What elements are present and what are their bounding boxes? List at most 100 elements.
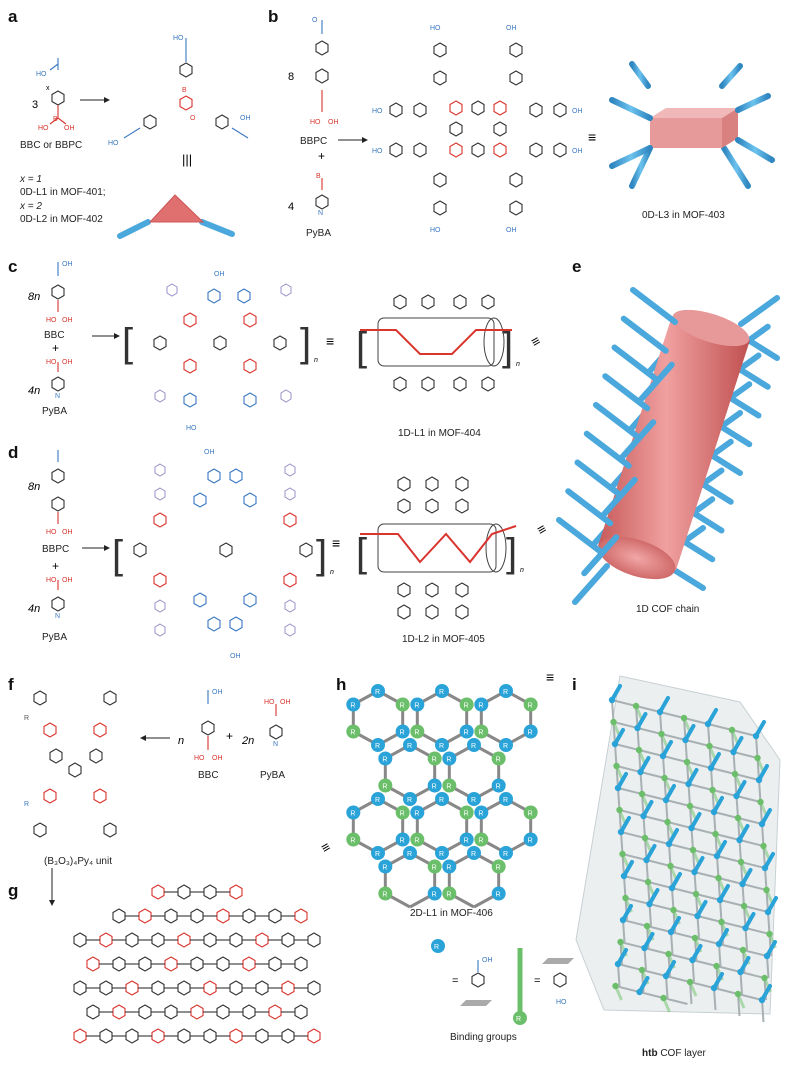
svg-text:]: ] xyxy=(300,321,311,365)
layer-edge xyxy=(716,855,742,863)
panel-h: h RRRRRRRRRRRRRRRRRRRRRRRRRRRRRRRRRRRRRR… xyxy=(318,669,574,1043)
panel-label-g: g xyxy=(8,881,18,900)
layer-node xyxy=(640,812,647,820)
layer-edge xyxy=(644,837,670,845)
node-label: R xyxy=(407,797,412,804)
plus-f: + xyxy=(226,729,233,743)
layer-edge xyxy=(710,767,714,791)
node-label: R xyxy=(446,865,451,872)
phenyl-ring xyxy=(268,956,282,972)
layer-node xyxy=(710,808,718,816)
layer-edge xyxy=(663,997,688,1005)
layer-edge xyxy=(623,875,627,899)
layer-edge xyxy=(615,985,640,993)
lattice-node xyxy=(427,778,442,793)
layer-edge xyxy=(709,745,734,753)
layer-edge xyxy=(671,887,675,911)
caption-e: 1D COF chain xyxy=(636,604,699,615)
caption-i: htb COF layer xyxy=(642,1048,707,1059)
layer-edge xyxy=(697,915,722,923)
chain-rod xyxy=(602,373,651,412)
panel-g: g xyxy=(8,868,321,1044)
node-label: R xyxy=(464,811,469,818)
cond1: x = 1 0D-L1 in MOF-401; x = 2 0D-L2 in M… xyxy=(19,174,106,225)
layer-edge xyxy=(742,949,768,957)
layer-node xyxy=(737,858,745,866)
layer-node xyxy=(613,762,620,770)
node-label: R xyxy=(350,811,355,818)
layer-edge xyxy=(619,809,644,817)
chain-rod xyxy=(618,419,657,462)
layer-edge xyxy=(645,859,649,883)
layer-edge xyxy=(617,787,621,811)
layer-node xyxy=(734,814,742,822)
lattice-node xyxy=(378,859,393,874)
node-label: R xyxy=(382,865,387,872)
layer-edge xyxy=(684,739,688,763)
layer-node xyxy=(643,856,650,864)
layer-edge xyxy=(732,751,736,775)
svg-text:[: [ xyxy=(112,533,123,577)
node-label: R xyxy=(382,892,387,899)
layer-edge xyxy=(689,805,715,813)
triangle-schematic xyxy=(117,178,235,239)
layer-edge xyxy=(617,963,643,971)
phenyl-ring xyxy=(164,1004,178,1020)
equiv-hg: ≡ xyxy=(318,838,333,856)
layer-edge xyxy=(616,765,641,773)
node-label: R xyxy=(496,757,501,764)
svg-text:HO: HO xyxy=(46,359,57,366)
svg-text:0D-L1 in MOF-401;: 0D-L1 in MOF-401; xyxy=(20,187,106,198)
layer-edge xyxy=(716,855,720,879)
node-label: R xyxy=(439,797,444,804)
node-label: R xyxy=(375,851,380,858)
layer-node xyxy=(713,962,720,970)
chain-rod xyxy=(630,287,678,325)
layer-node xyxy=(739,880,746,888)
node-label: R xyxy=(528,703,533,710)
node-label: R xyxy=(528,730,533,737)
phenyl-ring xyxy=(138,956,152,972)
lattice-node xyxy=(378,751,393,766)
layer-edge xyxy=(740,971,765,979)
lattice-node xyxy=(459,697,474,712)
svg-text:HO: HO xyxy=(430,227,441,234)
layer-node xyxy=(610,718,617,726)
layer-edge xyxy=(648,903,652,927)
layer-node xyxy=(662,796,670,804)
plus-c: + xyxy=(52,341,59,355)
layer-edge xyxy=(667,821,692,829)
node-label: R xyxy=(478,811,483,818)
layer-node xyxy=(710,984,718,992)
layer-edge xyxy=(718,943,744,951)
binding-groups-legend: R = OH R = HO Binding groups xyxy=(431,939,574,1043)
layer-node xyxy=(740,902,748,910)
layer-node xyxy=(643,922,651,930)
coef-d1: 8n xyxy=(28,481,40,493)
boroxine-ring xyxy=(229,884,243,900)
phenyl-ring xyxy=(99,1028,113,1044)
reactant-d2: PyBA xyxy=(42,632,67,643)
layer-node xyxy=(733,792,740,800)
layer-node xyxy=(755,776,763,784)
lattice-node xyxy=(474,805,489,820)
layer-edge xyxy=(686,761,712,769)
lattice-node xyxy=(371,684,385,698)
layer-edge xyxy=(712,789,737,797)
htb-lattice xyxy=(608,684,778,1023)
layer-node xyxy=(688,824,695,832)
svg-text:]: ] xyxy=(502,325,513,369)
phenyl-ring xyxy=(281,1028,295,1044)
lattice-node xyxy=(523,832,538,847)
node-label: R xyxy=(382,757,387,764)
phenyl-ring xyxy=(190,908,204,924)
chain-rod xyxy=(620,315,669,354)
layer-edge xyxy=(744,927,748,951)
boroxine-ring xyxy=(177,932,191,948)
coef-d2: 4n xyxy=(28,603,40,615)
boroxine-ring xyxy=(73,1028,87,1044)
layer-node xyxy=(709,786,716,794)
node-label: R xyxy=(464,730,469,737)
